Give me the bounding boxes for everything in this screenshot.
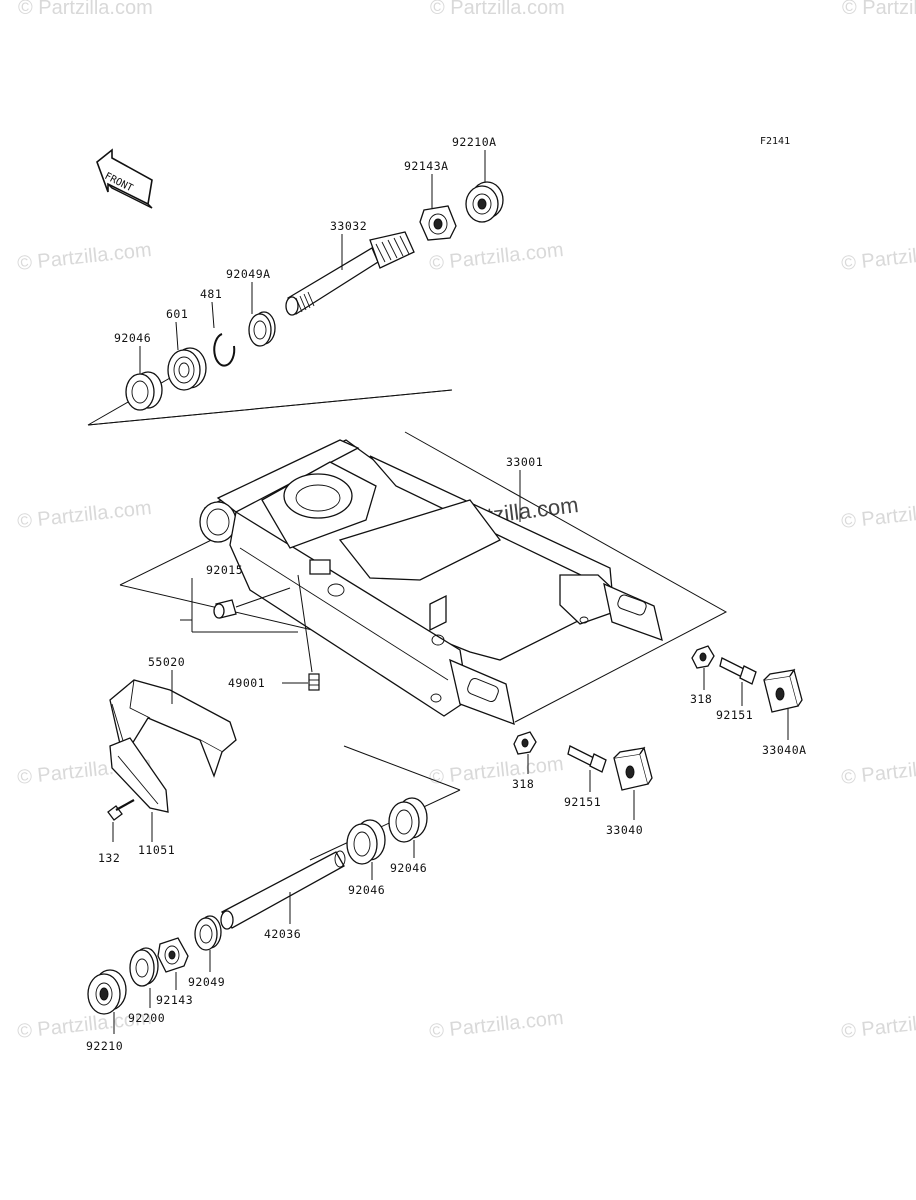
label-481: 481 (200, 287, 222, 301)
part-92049A (248, 311, 276, 347)
label-92151-a: 92151 (716, 708, 753, 722)
part-481 (213, 333, 236, 367)
label-92210A: 92210A (452, 135, 497, 149)
label-92151-b: 92151 (564, 795, 601, 809)
label-132: 132 (98, 851, 120, 865)
part-11051 (109, 737, 169, 813)
part-92143 (157, 937, 189, 973)
part-33040A (763, 668, 803, 713)
part-318-b (513, 731, 537, 755)
part-92210A (465, 181, 504, 223)
label-92049A: 92049A (226, 267, 271, 281)
label-33001: 33001 (506, 455, 543, 469)
watermark: © Partzilla.com (840, 753, 916, 789)
part-92210 (87, 969, 127, 1015)
label-92046-top: 92046 (114, 331, 151, 345)
part-92143A (419, 205, 457, 241)
label-92046-low: 92046 (348, 883, 385, 897)
watermark: © Partzilla.com (428, 239, 564, 275)
part-92151-b (567, 745, 607, 773)
part-92046-top (125, 371, 163, 411)
watermark: © Partzilla.com (16, 497, 152, 533)
label-55020: 55020 (148, 655, 185, 669)
label-33040: 33040 (606, 823, 643, 837)
figure-id: F2141 (760, 136, 790, 147)
watermark: © Partzilla.com (428, 753, 564, 789)
watermark: © Partzilla.com (16, 239, 152, 275)
label-92049: 92049 (188, 975, 225, 989)
part-92015 (213, 599, 237, 619)
part-601 (167, 347, 207, 391)
part-33040 (613, 746, 653, 791)
part-92046-mid (388, 797, 428, 843)
part-92151-a (719, 657, 757, 685)
label-33032: 33032 (330, 219, 367, 233)
watermark: © Partzilla.com (430, 0, 565, 19)
label-92015: 92015 (206, 563, 243, 577)
part-42036 (220, 850, 346, 930)
watermark: © Partzilla.com (840, 1007, 916, 1043)
part-92049 (194, 915, 222, 951)
label-92143: 92143 (156, 993, 193, 1007)
watermark: © Partzilla.com (18, 0, 153, 19)
watermark: © Partzilla.com (840, 239, 916, 275)
watermark: © Partzilla.com (840, 497, 916, 533)
watermark: © Partzilla.com (428, 1007, 564, 1043)
label-92200: 92200 (128, 1011, 165, 1025)
part-33032 (285, 231, 415, 316)
front-arrow-icon: FRONT (96, 148, 153, 209)
label-92143A: 92143A (404, 159, 449, 173)
label-92046-mid: 92046 (390, 861, 427, 875)
part-33001-swingarm (199, 439, 663, 726)
label-33040A: 33040A (762, 743, 807, 757)
label-42036: 42036 (264, 927, 301, 941)
part-132 (107, 799, 135, 821)
part-92046-low (346, 819, 386, 865)
part-92200 (129, 947, 159, 987)
label-49001: 49001 (228, 676, 265, 690)
label-318-a: 318 (690, 692, 712, 706)
part-49001 (308, 673, 320, 691)
part-318-a (691, 645, 715, 669)
label-92210: 92210 (86, 1039, 123, 1053)
label-601: 601 (166, 307, 188, 321)
label-318-b: 318 (512, 777, 534, 791)
label-11051: 11051 (138, 843, 175, 857)
watermark: © Partzilla.com (842, 0, 916, 19)
